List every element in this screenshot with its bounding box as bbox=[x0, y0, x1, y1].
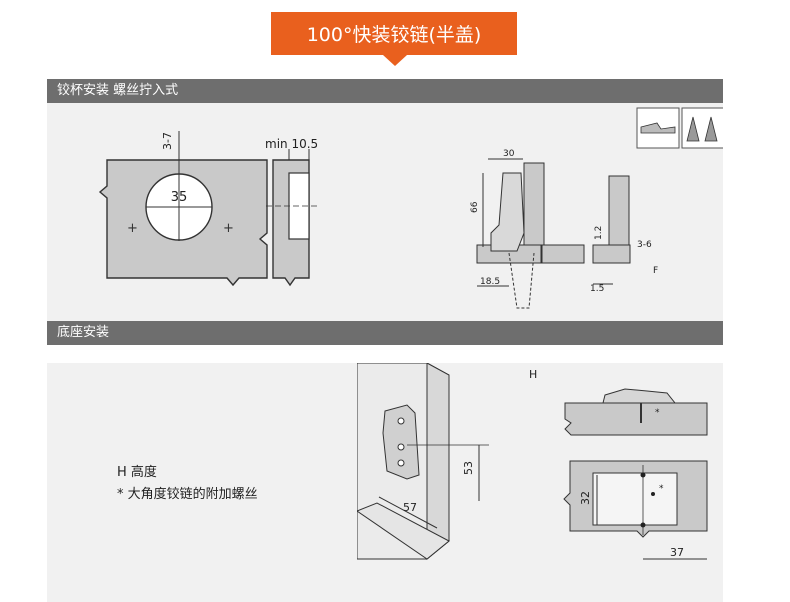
door-panel-detail bbox=[592, 244, 631, 264]
cabinet-wall-detail bbox=[608, 175, 630, 249]
label-gap: 1.2 bbox=[594, 226, 604, 240]
plate-footprint bbox=[592, 472, 678, 526]
label-dim-57: 57 bbox=[403, 501, 417, 514]
screw-mark-left: + bbox=[127, 221, 138, 236]
screw-mark-right: + bbox=[223, 221, 234, 236]
label-range: 3-6 bbox=[637, 240, 652, 250]
section-heading-cup: 铰杯安装 螺丝拧入式 bbox=[47, 79, 723, 103]
cabinet-wall bbox=[523, 162, 545, 249]
mounting-plate bbox=[382, 404, 420, 480]
note-height: H 高度 bbox=[117, 465, 157, 480]
cup-install-diagram: 35 3-7 + + min 10.5 30 66 18.5 1.2 3-6 F… bbox=[98, 107, 725, 309]
door-swing-outline bbox=[508, 252, 535, 309]
label-h: H bbox=[529, 368, 537, 381]
side-panel-right bbox=[541, 244, 585, 264]
base-install-panel: H 高度 * 大角度铰链的附加螺丝 53 57 H * 32 * 37 bbox=[47, 363, 723, 602]
label-dim-37: 37 bbox=[670, 546, 684, 559]
label-arm-height: 66 bbox=[470, 201, 480, 213]
hinge-arm bbox=[490, 172, 525, 252]
label-dim-32: 32 bbox=[579, 491, 592, 505]
label-star-top: * bbox=[655, 408, 660, 418]
section-top-view bbox=[564, 402, 708, 436]
label-arm-width: 30 bbox=[503, 149, 515, 159]
label-overlay-offset: 18.5 bbox=[480, 277, 500, 287]
page-title: 100°快装铰链(半盖) bbox=[271, 12, 517, 55]
mounting-plate-profile bbox=[602, 388, 677, 404]
cup-install-panel: 35 3-7 + + min 10.5 30 66 18.5 1.2 3-6 F… bbox=[47, 103, 725, 323]
label-star-front: * bbox=[659, 484, 664, 494]
hinge-type-icon-2 bbox=[681, 107, 725, 149]
label-f: F bbox=[653, 266, 658, 276]
title-pointer bbox=[383, 55, 407, 66]
label-gap2: 1.5 bbox=[590, 284, 604, 294]
section-heading-base: 底座安装 bbox=[47, 321, 723, 345]
base-install-diagram: 53 57 H * 32 * 37 bbox=[357, 363, 708, 561]
note-extra-screw: * 大角度铰链的附加螺丝 bbox=[117, 487, 258, 502]
label-cup-diameter: 35 bbox=[171, 190, 188, 205]
label-dim-53: 53 bbox=[462, 461, 475, 475]
label-min-thickness: min 10.5 bbox=[265, 137, 318, 151]
cabinet-bottom bbox=[357, 502, 450, 560]
label-edge-distance: 3-7 bbox=[161, 132, 174, 150]
cabinet-front-edge bbox=[426, 363, 450, 561]
